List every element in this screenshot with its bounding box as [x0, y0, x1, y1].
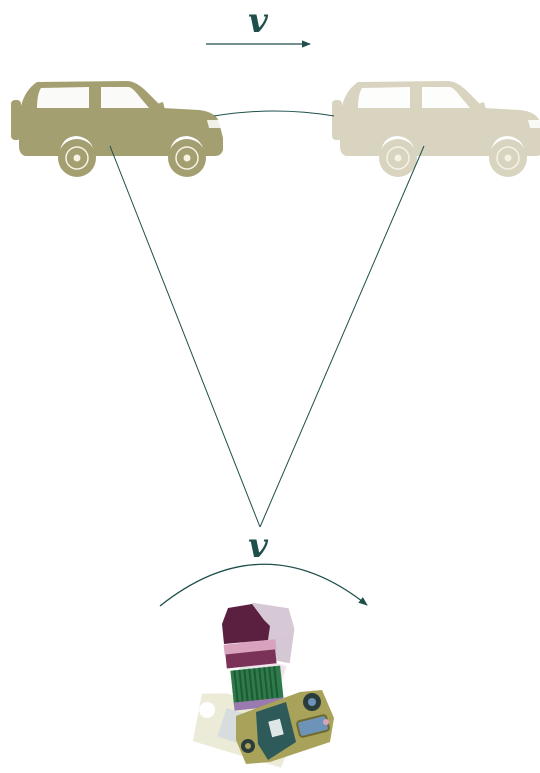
camera-rotation-arrow	[160, 564, 367, 606]
sight-line-left	[110, 146, 260, 527]
sight-line-right	[260, 146, 424, 527]
car-velocity-label: v	[248, 1, 269, 41]
camera-angular-velocity-label: v	[248, 526, 269, 566]
car-path-arc	[214, 111, 334, 116]
suv-icon-faded	[332, 81, 540, 177]
